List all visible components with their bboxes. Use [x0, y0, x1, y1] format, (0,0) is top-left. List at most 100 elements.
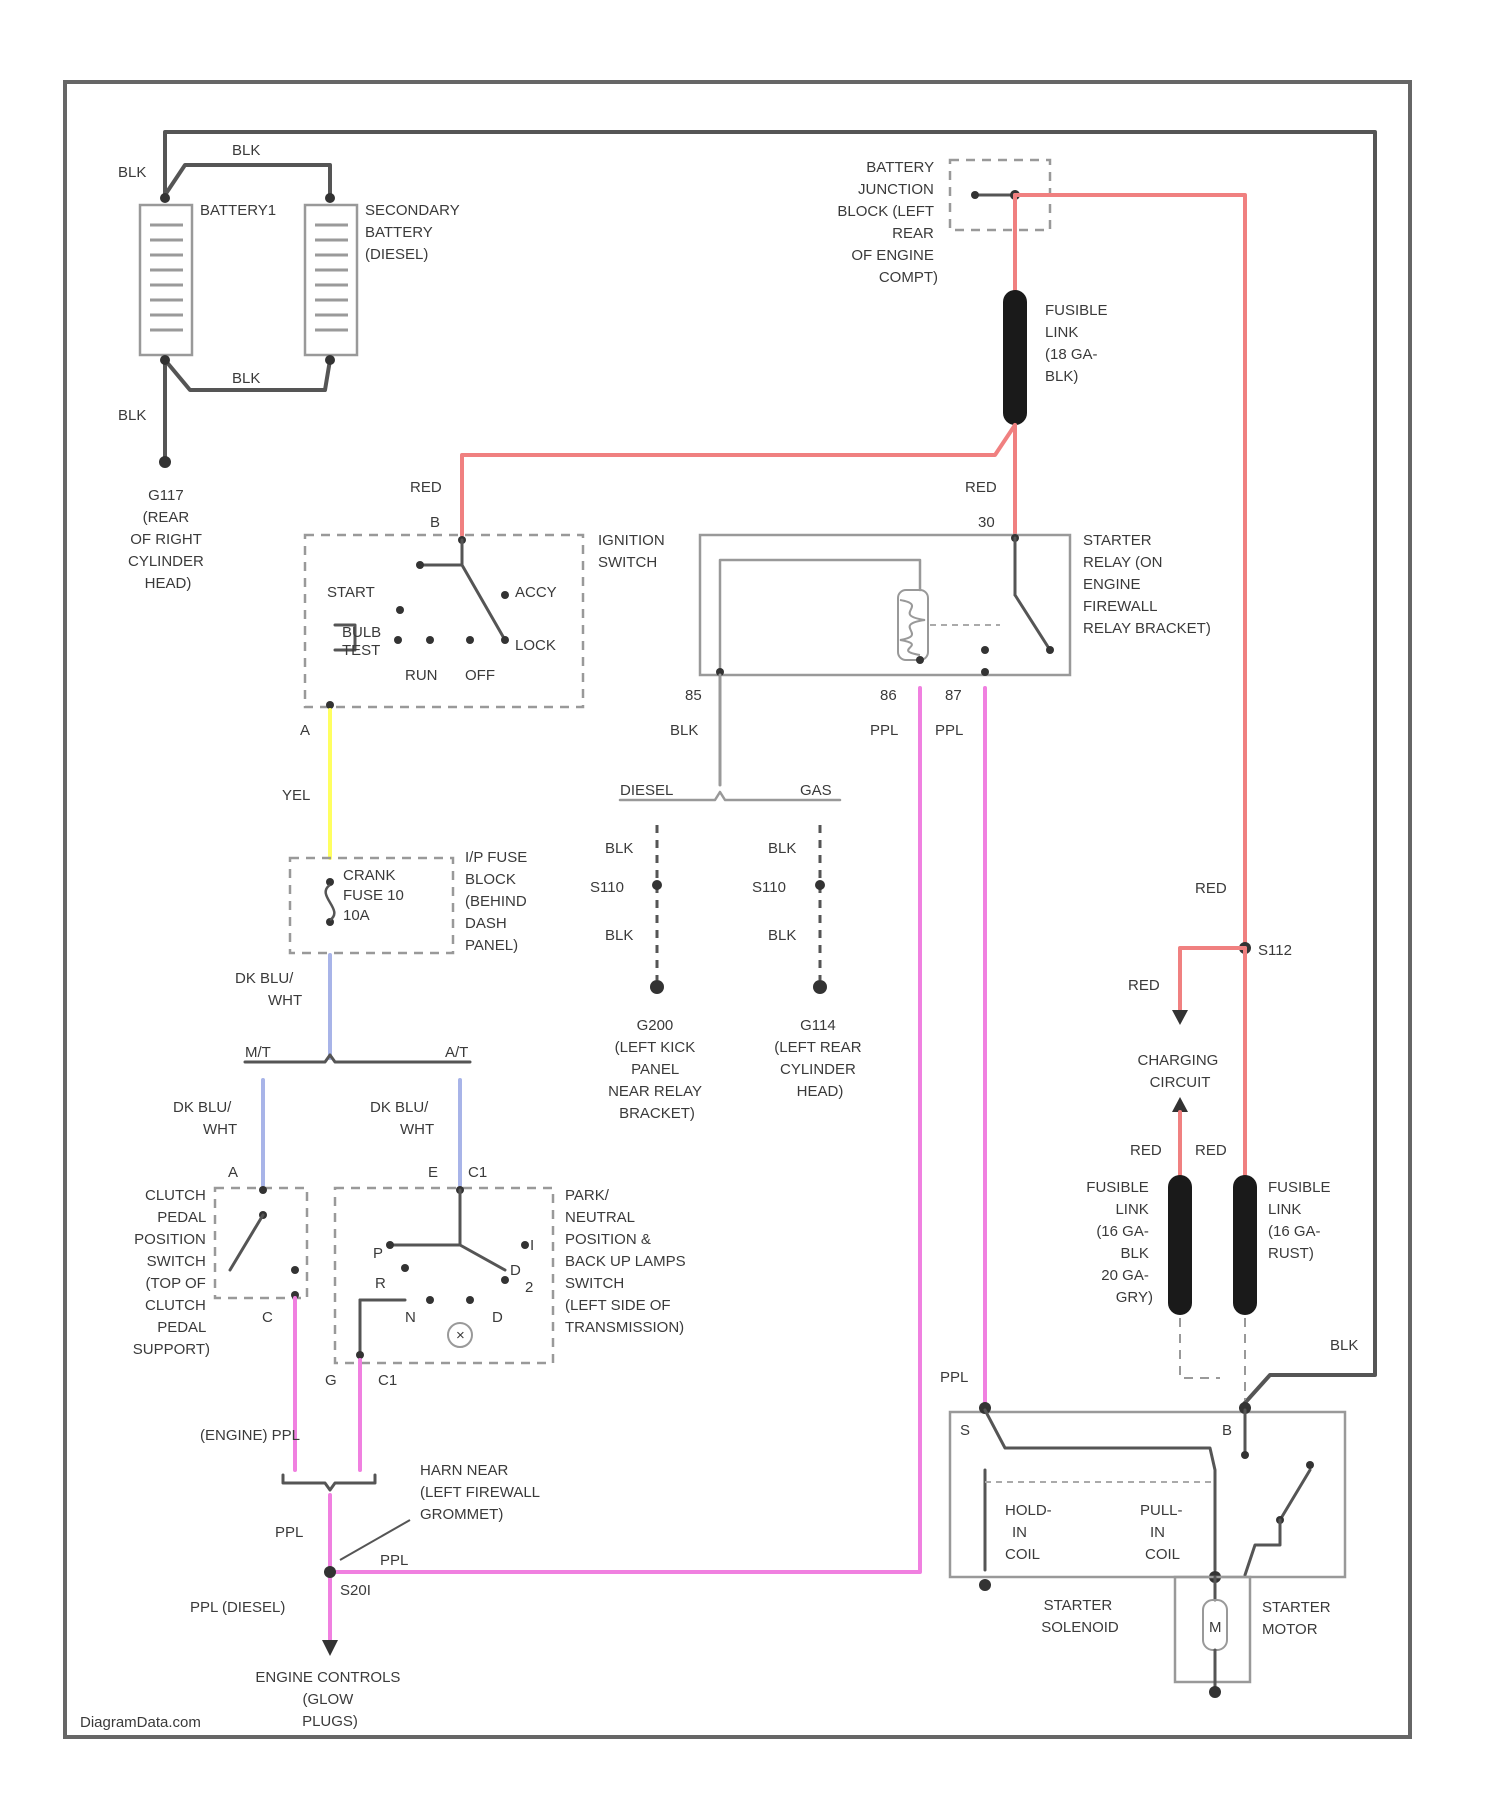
red-label-link-right: RED	[1195, 1142, 1227, 1159]
s112-label: S112	[1258, 942, 1292, 959]
clutch-switch-label: CLUTCH PEDAL POSITION SWITCH (TOP OF CLU…	[133, 1187, 210, 1358]
blk-label-left-top: BLK	[118, 164, 146, 181]
park-pin-g: G	[325, 1372, 337, 1389]
park-pos-i: I	[530, 1237, 534, 1254]
mt-label: M/T	[245, 1044, 271, 1061]
fusible-link-left	[1168, 1175, 1192, 1315]
ppl-join-bracket	[283, 1475, 375, 1490]
red-label-branch: RED	[1128, 977, 1160, 994]
battery1-symbol	[140, 205, 192, 355]
ignition-pos-lock: LOCK	[515, 637, 556, 654]
blk-label-bottom: BLK	[232, 370, 260, 387]
solenoid-ground-dot	[979, 1579, 991, 1591]
relay-ppl-label-86: PPL	[870, 722, 898, 739]
s20i-splice-dot	[324, 1566, 336, 1578]
relay-pin-30: 30	[978, 514, 995, 531]
svg-text:BLK: BLK	[605, 927, 633, 944]
starter-relay-label: STARTER RELAY (ON ENGINE FIREWALL RELAY …	[1083, 532, 1211, 637]
park-pin-e: E	[428, 1164, 438, 1181]
park-pin-c1-bottom: C1	[378, 1372, 397, 1389]
park-pos-p: P	[373, 1245, 383, 1262]
ignition-switch-label: IGNITION SWITCH	[598, 532, 669, 571]
fusible-link-top-label: FUSIBLE LINK (18 GA- BLK)	[1045, 302, 1112, 385]
clutch-pin-a: A	[228, 1164, 238, 1181]
battery1-cells	[150, 225, 183, 330]
charging-arrow-top	[1172, 1010, 1188, 1025]
ignition-pos-start: START	[327, 584, 375, 601]
park-pos-d: D	[492, 1309, 503, 1326]
starter-solenoid-group: BLK PPL S B HOLD- IN COIL PULL- IN COIL …	[940, 1337, 1358, 1698]
ignition-red-label: RED	[410, 479, 442, 496]
hold-in-coil-label: HOLD- IN COIL	[1005, 1502, 1056, 1563]
clutch-pin-c: C	[262, 1309, 273, 1326]
park-neutral-position-switch: × E C1 P R N D I 2 D G C1 PARK/ NEUTRAL …	[325, 1164, 690, 1389]
ground-g114-label: G114 (LEFT REAR CYLINDER HEAD)	[774, 1017, 865, 1100]
yel-wire-label: YEL	[282, 787, 310, 804]
ground-g117-label: G117 (REAR OF RIGHT CYLINDER HEAD)	[128, 487, 208, 592]
battery-junction-block: BATTERY JUNCTION BLOCK (LEFT REAR OF ENG…	[462, 159, 1245, 1148]
ignition-pin-b: B	[430, 514, 440, 531]
relay-ppl-label-87: PPL	[935, 722, 963, 739]
red-label-right-main: RED	[1195, 880, 1227, 897]
svg-text:×: ×	[456, 1327, 465, 1344]
relay-pin-85: 85	[685, 687, 702, 704]
starter-motor-m: M	[1209, 1619, 1222, 1636]
watermark: DiagramData.com	[80, 1714, 201, 1731]
ignition-switch-box	[305, 535, 583, 707]
blk-wire-top-loop	[165, 132, 1375, 1405]
svg-text:S110: S110	[752, 879, 786, 896]
svg-text:BLK: BLK	[768, 927, 796, 944]
ignition-switch-blade	[462, 565, 505, 640]
solenoid-pin-b: B	[1222, 1422, 1232, 1439]
ignition-pos-bulb-test: BULB TEST	[342, 624, 385, 659]
diagram-border	[65, 82, 1410, 1737]
pull-in-coil-label: PULL- IN COIL	[1140, 1502, 1187, 1563]
starter-relay: RED 30 85 86 87 BLK PPL PPL STARTER RELA…	[670, 479, 1211, 739]
dkblu-label-at: DK BLU/ WHT	[370, 1099, 434, 1138]
diesel-label: DIESEL	[620, 782, 673, 799]
relay-blk-label: BLK	[670, 722, 698, 739]
blk-wire-battery-top	[165, 165, 330, 200]
ignition-switch: B RED START BULB TEST RUN OFF ACCY LOCK …	[300, 479, 669, 739]
crank-fuse-text: CRANK FUSE 10 10A	[343, 867, 408, 924]
ppl-label-right: PPL	[380, 1552, 408, 1569]
engine-controls-arrow	[322, 1640, 338, 1656]
harn-label: HARN NEAR (LEFT FIREWALL GROMMET)	[420, 1462, 544, 1523]
starter-motor-ground-dot	[1209, 1686, 1221, 1698]
ip-fuse-block: CRANK FUSE 10 10A I/P FUSE BLOCK (BEHIND…	[290, 849, 531, 954]
dkblu-label-mt: DK BLU/ WHT	[173, 1099, 237, 1138]
starter-solenoid-label: STARTER SOLENOID	[1041, 1597, 1119, 1636]
park-switch-blade	[460, 1245, 505, 1270]
relay-pin-87: 87	[945, 687, 962, 704]
clutch-pedal-position-switch: A C CLUTCH PEDAL POSITION SWITCH (TOP OF…	[133, 1164, 307, 1358]
dkblu-label-main: DK BLU/ WHT	[235, 970, 302, 1009]
red-label-link-left: RED	[1130, 1142, 1162, 1159]
secondary-battery-symbol	[305, 205, 357, 355]
relay-red-label: RED	[965, 479, 997, 496]
charging-circuit-label: CHARGING CIRCUIT	[1137, 1052, 1222, 1091]
charging-circuit-group: RED S112 RED CHARGING CIRCUIT RED RED FU…	[1086, 880, 1334, 1400]
red-wire-to-charging	[1180, 948, 1245, 1010]
fusible-link-top	[1003, 290, 1027, 425]
svg-text:BLK: BLK	[768, 840, 796, 857]
engine-ppl-label: (ENGINE) PPL	[200, 1427, 300, 1444]
ignition-pos-accy: ACCY	[515, 584, 557, 601]
blk-label-solenoid: BLK	[1330, 1337, 1358, 1354]
ppl-label-solenoid: PPL	[940, 1369, 968, 1386]
at-label: A/T	[445, 1044, 468, 1061]
ground-split: DIESEL GAS BLK S110 BLK G200 (LEFT KICK …	[590, 675, 866, 1122]
mt-at-split-bar	[245, 1055, 470, 1062]
fusible-link-right-label: FUSIBLE LINK (16 GA- RUST)	[1268, 1179, 1335, 1262]
park-pos-d2: D	[510, 1262, 521, 1279]
battery1-label: BATTERY1	[200, 202, 276, 219]
ignition-pos-run: RUN	[405, 667, 438, 684]
fusible-link-right	[1233, 1175, 1257, 1315]
park-pin-c1-top: C1	[468, 1164, 487, 1181]
engine-controls-label: ENGINE CONTROLS (GLOW PLUGS)	[255, 1669, 404, 1730]
s20i-label: S20I	[340, 1582, 371, 1599]
svg-text:BLK: BLK	[605, 840, 633, 857]
park-pos-2: 2	[525, 1279, 533, 1296]
ground-g114-dot	[813, 980, 827, 994]
ppl-diesel-label: PPL (DIESEL)	[190, 1599, 285, 1616]
